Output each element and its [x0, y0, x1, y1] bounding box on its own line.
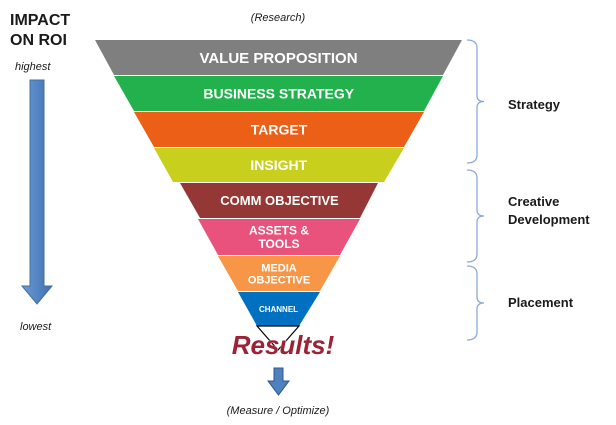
funnel-layer: [180, 183, 378, 218]
funnel-layer-label: BUSINESS STRATEGY: [203, 86, 354, 102]
down-scale-arrow: [20, 79, 54, 305]
funnel-layer: [238, 292, 320, 326]
group-label: Creative: [508, 194, 559, 209]
funnel-layer-label: VALUE PROPOSITION: [199, 50, 357, 67]
funnel-layer: [114, 76, 443, 111]
impact-title-line-1: IMPACT: [10, 12, 70, 29]
research-label: (Research): [251, 12, 306, 24]
group-bracket: [466, 39, 485, 164]
funnel-layer-label: OBJECTIVE: [248, 275, 310, 287]
funnel-layer: [154, 148, 404, 182]
funnel: VALUE PROPOSITION BUSINESS STRATEGY TARGET…: [95, 40, 462, 326]
results-label: Results!: [232, 330, 335, 360]
group-label: Placement: [508, 295, 574, 310]
funnel-layer: [134, 112, 424, 147]
group-label: Strategy: [508, 97, 561, 112]
funnel-layer-label: COMM OBJECTIVE: [220, 193, 339, 208]
funnel-layer-label: TARGET: [251, 122, 308, 138]
funnel-tip: [255, 325, 301, 351]
group-bracket: [466, 265, 485, 341]
group-label: Development: [508, 212, 590, 227]
scale-highest-label: highest: [15, 61, 51, 73]
funnel-layer-label: ASSETS &: [249, 224, 309, 238]
funnel-layer-label: INSIGHT: [250, 157, 307, 173]
left-scale: IMPACT ON ROI highest lowest: [10, 12, 70, 333]
funnel-layer: [218, 256, 340, 291]
measure-down-arrow: [267, 367, 290, 396]
group-bracket: [466, 169, 485, 263]
impact-title-line-2: ON ROI: [10, 32, 67, 49]
funnel-layer-label: TOOLS: [258, 237, 299, 251]
scale-lowest-label: lowest: [20, 321, 52, 333]
funnel-layer-label: CHANNEL: [259, 305, 298, 314]
funnel-layer: [95, 40, 462, 75]
funnel-layer: [198, 219, 360, 255]
measure-optimize-label: (Measure / Optimize): [227, 405, 330, 417]
funnel-layer-label: MEDIA: [261, 262, 297, 274]
